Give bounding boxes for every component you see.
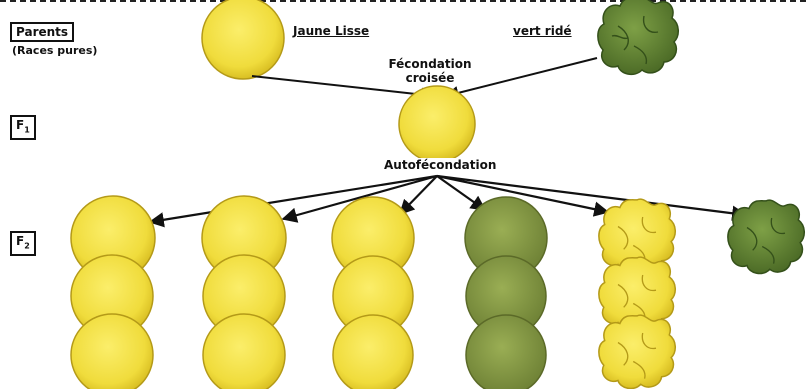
f2-yellow-smooth-pea <box>71 314 153 389</box>
parent-yellow-smooth-pea <box>202 0 284 79</box>
f2-yellow-wrinkled-pea <box>599 315 675 388</box>
f2-green-wrinkled-pea <box>728 200 804 273</box>
f2-yellow-wrinkled-group <box>599 199 675 388</box>
cross-label-overlay: Fécondation croisée <box>380 57 480 85</box>
parent-green-wrinkled-pea <box>598 0 678 74</box>
f2-yellow-smooth-pea <box>333 315 413 389</box>
cross-label-overlay-line1: Fécondation <box>380 57 480 71</box>
self-fertilization-label-overlay: Autofécondation <box>382 158 498 172</box>
f2-green-smooth-group <box>465 197 547 389</box>
f2-green-smooth-pea <box>466 315 546 389</box>
cross-label-overlay-line2: croisée <box>380 71 480 85</box>
f2-yellow-smooth-group <box>71 196 414 389</box>
f1-yellow-smooth-pea <box>399 86 475 162</box>
f2-yellow-smooth-pea <box>203 314 285 389</box>
